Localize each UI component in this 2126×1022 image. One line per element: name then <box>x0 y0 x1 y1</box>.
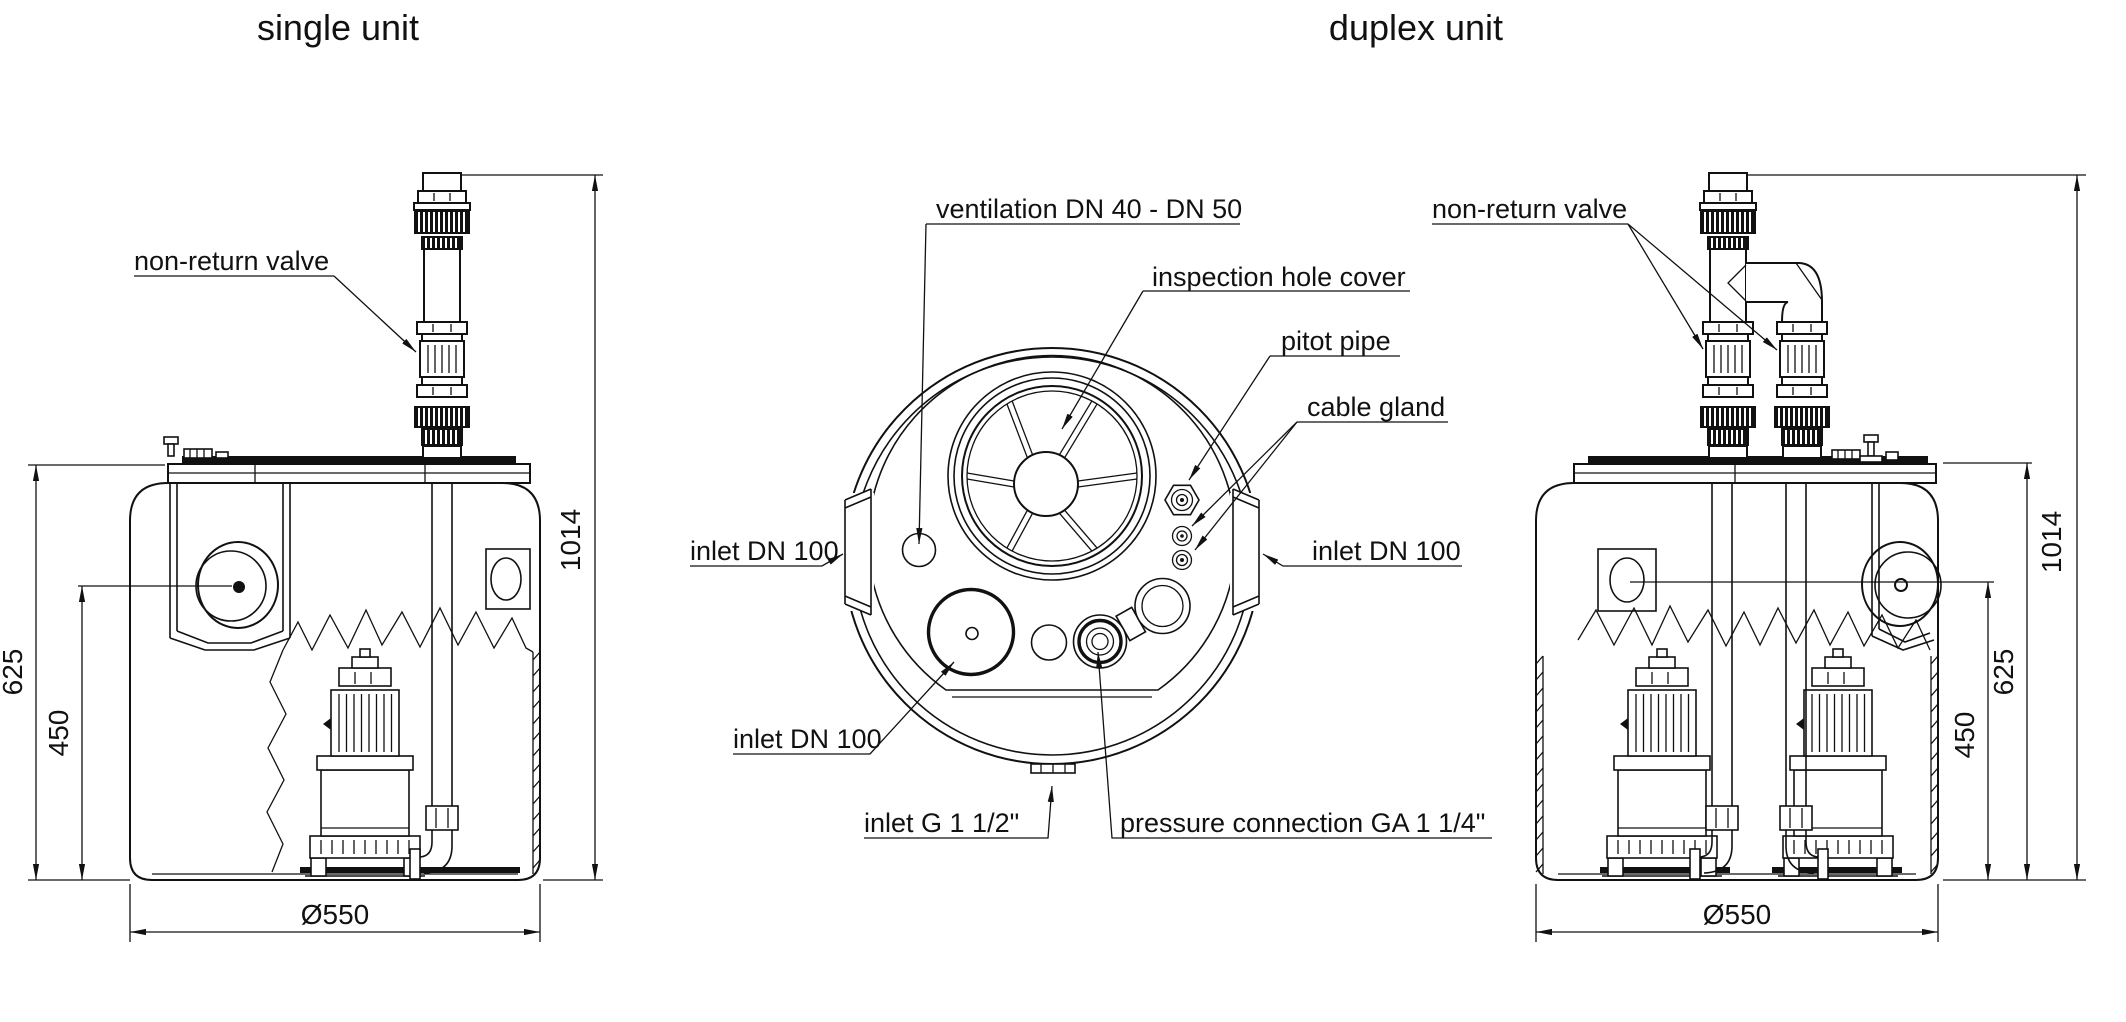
inlet-dn100-hole <box>926 587 1016 677</box>
cable-gland-block <box>1831 449 1861 460</box>
single-tank-lid <box>163 436 531 484</box>
vent-bolt <box>163 436 179 445</box>
single-unit-title: single unit <box>257 7 419 48</box>
dim-450: 450 <box>43 710 74 757</box>
top-view-labels: ventilation DN 40 - DN 50 inspection hol… <box>690 194 1492 839</box>
dim-450: 450 <box>1949 712 1980 759</box>
duplex-unit-view: duplex unit <box>1329 7 2086 942</box>
single-tank-body <box>129 482 541 881</box>
inlet-right-label: inlet DN 100 <box>1312 536 1461 566</box>
ventilation-label: ventilation DN 40 - DN 50 <box>936 194 1242 224</box>
duplex-breakout-section <box>1535 604 1939 874</box>
vent-bolt <box>1863 434 1879 443</box>
dim-625: 625 <box>0 649 28 696</box>
inlet-bottom-label: inlet DN 100 <box>733 724 882 754</box>
duplex-inlet-recess <box>1861 483 1942 651</box>
dim-diameter: Ø550 <box>301 899 370 930</box>
cable-gland-block <box>183 448 213 459</box>
inlet-left-label: inlet DN 100 <box>690 536 839 566</box>
duplex-dimensions: 625 450 1014 Ø550 <box>1535 174 2086 942</box>
duplex-tank-lid <box>1573 434 1937 484</box>
spare-hole <box>1030 624 1068 661</box>
duplex-non-return-valve-label: non-return valve <box>1432 194 1778 351</box>
pressure-connection <box>1072 577 1191 669</box>
single-right-recess <box>485 548 531 610</box>
duplex-discharge-pipes <box>1699 172 1831 459</box>
svg-text:non-return valve: non-return valve <box>1432 194 1627 224</box>
duplex-pump-1 <box>1601 648 1723 877</box>
single-inlet-recess <box>169 483 291 651</box>
top-view: ventilation DN 40 - DN 50 inspection hol… <box>690 194 1492 839</box>
inspection-hole-cover <box>947 371 1157 581</box>
duplex-left-recess <box>1597 548 1657 612</box>
cable-gland-label: cable gland <box>1307 392 1445 422</box>
dim-1014: 1014 <box>555 509 586 571</box>
duplex-unit-title: duplex unit <box>1329 7 1503 48</box>
pressure-connection-label: pressure connection GA 1 1/4" <box>1120 808 1485 838</box>
single-unit-view: single unit <box>0 7 603 942</box>
pitot-pipe-fitting <box>1164 484 1200 516</box>
single-non-return-valve-label: non-return valve <box>134 246 417 353</box>
inlet-g-label: inlet G 1 1/2" <box>864 808 1019 838</box>
single-internal-pipe <box>409 483 459 880</box>
dim-diameter: Ø550 <box>1703 899 1772 930</box>
svg-text:non-return valve: non-return valve <box>134 246 329 276</box>
single-dimensions: 625 450 1014 Ø550 <box>0 174 603 942</box>
inlet-g-socket <box>1030 763 1076 774</box>
single-pump <box>304 648 426 877</box>
inspection-hole-cover-label: inspection hole cover <box>1152 262 1406 292</box>
single-discharge-pipe <box>413 172 471 459</box>
cable-glands <box>1171 525 1193 571</box>
pitot-pipe-label: pitot pipe <box>1281 326 1391 356</box>
duplex-pump-2 <box>1777 648 1899 877</box>
dim-1014: 1014 <box>2036 511 2067 573</box>
dim-625: 625 <box>1988 649 2019 696</box>
top-tank-outline <box>828 347 1276 774</box>
